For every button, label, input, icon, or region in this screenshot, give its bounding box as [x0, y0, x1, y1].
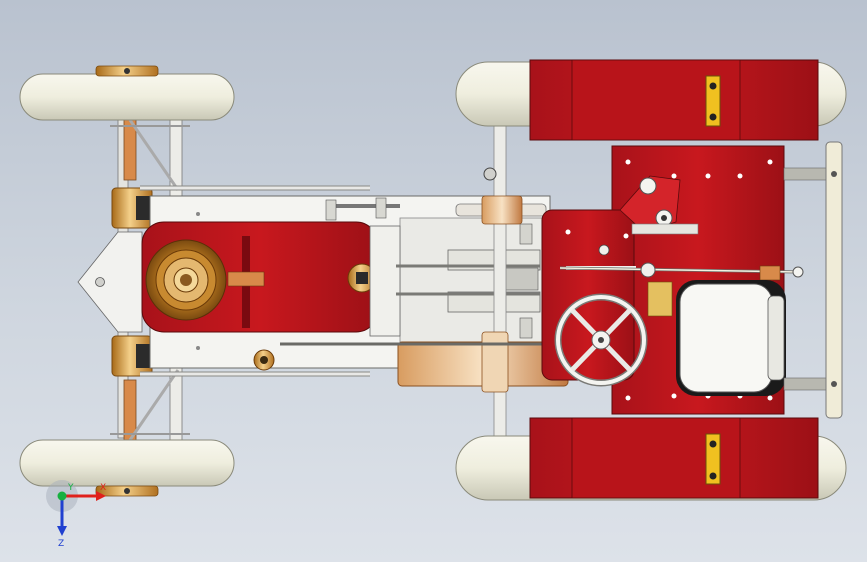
- valve-housing[interactable]: [541, 209, 636, 381]
- axis-triad: X Y Z: [46, 480, 106, 549]
- y-axis-dot: [57, 491, 67, 501]
- z-axis-label: Z: [58, 539, 64, 549]
- front-right-wheel[interactable]: [19, 439, 235, 497]
- reverse-lever[interactable]: [619, 175, 699, 235]
- x-axis-arrowhead: [96, 491, 106, 501]
- y-axis-label: Y: [67, 483, 74, 493]
- rear-right-wheel[interactable]: [455, 417, 847, 501]
- steering-wheel[interactable]: [554, 293, 648, 387]
- rear-tow-bar[interactable]: [783, 141, 843, 419]
- z-axis-arrowhead: [57, 526, 67, 536]
- front-axle-assembly[interactable]: [77, 99, 370, 441]
- regulator-linkage[interactable]: [559, 262, 804, 317]
- winding-drum[interactable]: [145, 239, 227, 321]
- front-left-wheel[interactable]: [19, 65, 235, 121]
- x-axis-label: X: [100, 483, 106, 493]
- crank-bearing[interactable]: [347, 263, 377, 293]
- coal-bunker[interactable]: [676, 280, 786, 396]
- rear-left-wheel[interactable]: [455, 59, 847, 141]
